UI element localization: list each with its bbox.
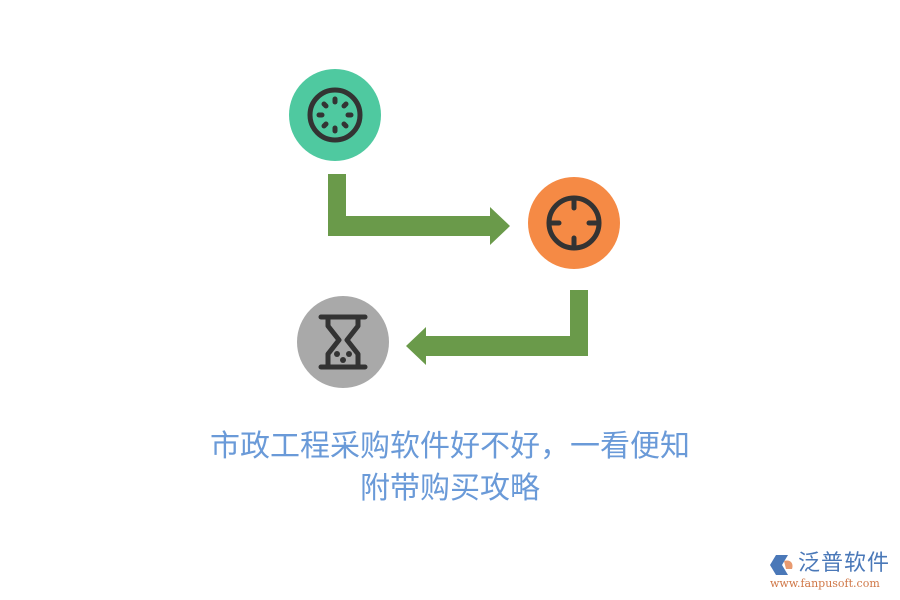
hourglass-icon [318,314,368,370]
node-target [528,177,620,269]
title-line-1: 市政工程采购软件好不好，一看便知 [210,429,690,464]
crosshair-target-icon [546,195,602,251]
brand-logo: 泛普软件 www.fanpusoft.com [768,551,893,591]
loading-spinner-icon [307,87,363,143]
arrow-down-right [328,174,510,245]
node-loading [289,69,381,161]
node-hourglass [297,296,389,388]
logo-mark-icon [770,555,793,575]
title-line-2: 附带购买攻略 [360,471,540,506]
arrow-down-left [406,290,588,365]
logo-url: www.fanpusoft.com [770,577,880,590]
logo-name: 泛普软件 [798,551,891,576]
